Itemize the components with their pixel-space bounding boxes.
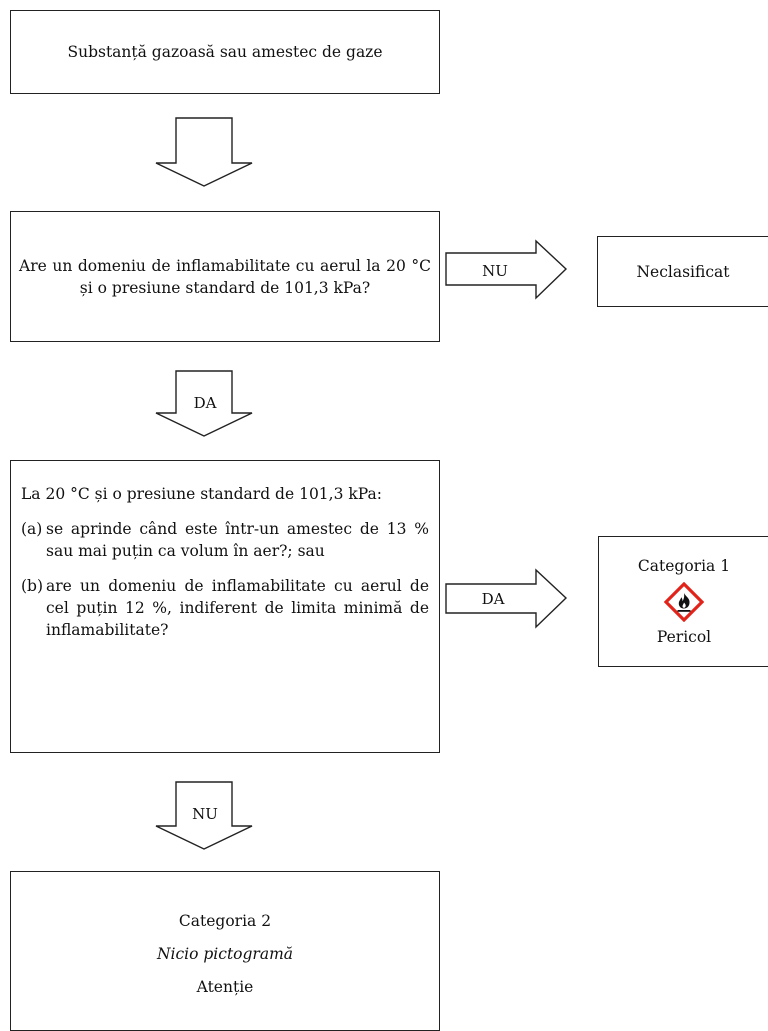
right-arrow-yes xyxy=(445,568,568,629)
question1-box: Are un domeniu de inflamabilitate cu aer… xyxy=(10,211,440,342)
category1-signal-word: Pericol xyxy=(656,628,712,646)
criterion-a-letter: (a) xyxy=(21,520,43,538)
arrow-label-no-2: NU xyxy=(192,805,218,823)
arrow-label-no-1: NU xyxy=(482,262,508,280)
category1-box: Categoria 1 Pericol xyxy=(598,536,768,667)
down-arrow-no xyxy=(155,781,253,850)
category2-pictogram-note: Nicio pictogramă xyxy=(156,945,294,963)
criterion-a: (a) se aprinde când este într-un amestec… xyxy=(21,518,429,562)
criterion-a-text: se aprinde când este într-un amestec de … xyxy=(46,520,429,560)
start-text: Substanță gazoasă sau amestec de gaze xyxy=(67,43,383,61)
category2-signal-word: Atenție xyxy=(196,978,254,996)
right-arrow-no xyxy=(445,239,568,300)
flame-pictogram-icon xyxy=(664,582,704,622)
down-arrow-yes xyxy=(155,370,253,437)
not-classified-box: Neclasificat xyxy=(597,236,768,307)
category2-box: Categoria 2 Nicio pictogramă Atenție xyxy=(10,871,440,1031)
question2-intro: La 20 °C și o presiune standard de 101,3… xyxy=(21,485,382,503)
question2-box: La 20 °C și o presiune standard de 101,3… xyxy=(10,460,440,753)
start-box: Substanță gazoasă sau amestec de gaze xyxy=(10,10,440,94)
not-classified-text: Neclasificat xyxy=(636,262,730,281)
category2-title: Categoria 2 xyxy=(178,912,272,930)
category1-title: Categoria 1 xyxy=(637,557,731,575)
criterion-b-text: are un domeniu de inflamabilitate cu aer… xyxy=(46,577,429,639)
arrow-label-yes-1: DA xyxy=(193,394,217,412)
down-arrow-start xyxy=(155,117,253,187)
criterion-b-letter: (b) xyxy=(21,577,44,595)
question1-text: Are un domeniu de inflamabilitate cu aer… xyxy=(19,256,431,297)
arrow-label-yes-2: DA xyxy=(481,590,505,608)
criterion-b: (b) are un domeniu de inflamabilitate cu… xyxy=(21,575,429,641)
